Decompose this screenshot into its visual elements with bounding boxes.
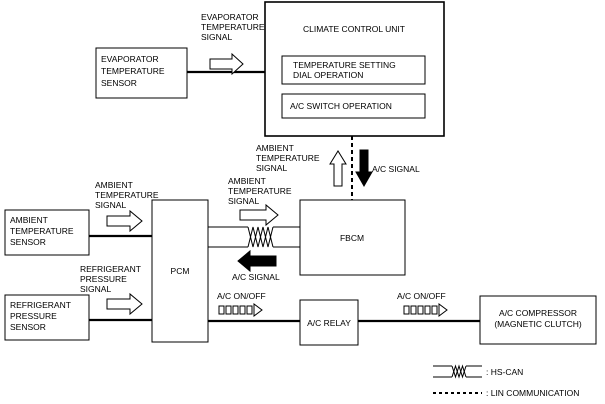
temperature-setting-dial-box xyxy=(281,55,426,85)
refrigerant-to-pcm-arrow xyxy=(106,292,143,316)
ambient-sensor-label-line2: TEMPERATURE xyxy=(10,226,74,236)
ac-signal-to-pcm-arrow xyxy=(237,249,277,273)
ac-signal-ccu-label: A/C SIGNAL xyxy=(372,164,420,174)
pcm-label: PCM xyxy=(171,266,190,276)
ambient-fbcm-signal-label-line1: AMBIENT xyxy=(228,176,266,186)
ambient-to-pcm-arrow xyxy=(106,209,143,233)
ac-signal-pcm-label: A/C SIGNAL xyxy=(232,272,280,282)
ambient-sensor-label-line1: AMBIENT xyxy=(10,215,48,225)
ambient-fbcm-signal-label-line2: TEMPERATURE xyxy=(228,186,292,196)
ambient-to-fbcm-arrow xyxy=(239,203,279,227)
evaporator-temperature-sensor-block: EVAPORATOR TEMPERATURE SENSOR xyxy=(95,47,188,99)
evaporator-sensor-label-line3: SENSOR xyxy=(101,78,137,88)
evaporator-sensor-label-line2: TEMPERATURE xyxy=(101,66,165,76)
refrigerant-signal-label-line1: REFRIGERANT xyxy=(80,264,141,274)
legend-lin-label: : LIN COMMUNICATION xyxy=(486,388,579,398)
evaporator-signal-label-line3: SIGNAL xyxy=(201,32,232,42)
ac-compressor-block: A/C COMPRESSOR (MAGNETIC CLUTCH) xyxy=(479,295,597,345)
refrigerant-signal-label-line2: PRESSURE xyxy=(80,274,127,284)
pcm-block: PCM xyxy=(151,199,209,343)
refrigerant-sensor-label-line1: REFRIGERANT xyxy=(10,300,71,310)
legend-hs-can-symbol xyxy=(433,364,482,379)
ambient-pcm-signal-label-line1: AMBIENT xyxy=(95,180,133,190)
ac-compressor-label-line2: (MAGNETIC CLUTCH) xyxy=(494,319,582,329)
evaporator-signal-label-line2: TEMPERATURE xyxy=(201,22,265,32)
refrigerant-signal-label-line3: SIGNAL xyxy=(80,284,111,294)
ac-relay-label: A/C RELAY xyxy=(307,318,351,328)
ac-switch-operation-label: A/C SWITCH OPERATION xyxy=(290,101,392,111)
temperature-setting-label-line2: DIAL OPERATION xyxy=(293,70,363,80)
refrigerant-pressure-sensor-block: REFRIGERANT PRESSURE SENSOR xyxy=(4,294,90,341)
ambient-fbcm-signal-label-line3: SIGNAL xyxy=(228,196,259,206)
legend: : HS-CAN : LIN COMMUNICATION xyxy=(433,364,579,398)
legend-hs-can-label: : HS-CAN xyxy=(486,367,523,377)
ambient-pcm-signal-label-line2: TEMPERATURE xyxy=(95,190,159,200)
ambient-ccu-signal-label-line3: SIGNAL xyxy=(256,163,287,173)
ac-onoff-relay-label: A/C ON/OFF xyxy=(217,291,266,301)
refrigerant-sensor-label-line2: PRESSURE xyxy=(10,311,57,321)
ac-onoff-to-compressor-arrow xyxy=(403,303,448,317)
ambient-pcm-signal-label-line3: SIGNAL xyxy=(95,200,126,210)
hs-can-pcm-fbcm xyxy=(208,226,300,248)
evaporator-sensor-label-line1: EVAPORATOR xyxy=(101,54,159,64)
fbcm-block: FBCM xyxy=(299,199,406,276)
climate-control-unit-label: CLIMATE CONTROL UNIT xyxy=(303,24,405,34)
ac-signal-to-fbcm-arrow xyxy=(355,149,373,188)
fbcm-label: FBCM xyxy=(340,233,364,243)
ac-onoff-to-relay-arrow xyxy=(218,303,263,317)
ambient-sensor-label-line3: SENSOR xyxy=(10,237,46,247)
ac-compressor-label-line1: A/C COMPRESSOR xyxy=(499,308,577,318)
ac-switch-operation-box xyxy=(281,93,426,119)
ac-onoff-compressor-label: A/C ON/OFF xyxy=(397,291,446,301)
ac-relay-block: A/C RELAY xyxy=(299,299,359,346)
evaporator-signal-label-line1: EVAPORATOR xyxy=(201,12,259,22)
evaporator-signal-arrow xyxy=(209,52,244,76)
ambient-ccu-signal-label-line1: AMBIENT xyxy=(256,143,294,153)
ambient-temperature-sensor-block: AMBIENT TEMPERATURE SENSOR xyxy=(4,209,90,256)
ambient-ccu-signal-label-line2: TEMPERATURE xyxy=(256,153,320,163)
temperature-setting-label-line1: TEMPERATURE SETTING xyxy=(293,60,396,70)
climate-control-unit-block: CLIMATE CONTROL UNIT TEMPERATURE SETTING… xyxy=(264,1,445,137)
refrigerant-sensor-label-line3: SENSOR xyxy=(10,322,46,332)
ambient-to-ccu-arrow xyxy=(329,150,347,187)
